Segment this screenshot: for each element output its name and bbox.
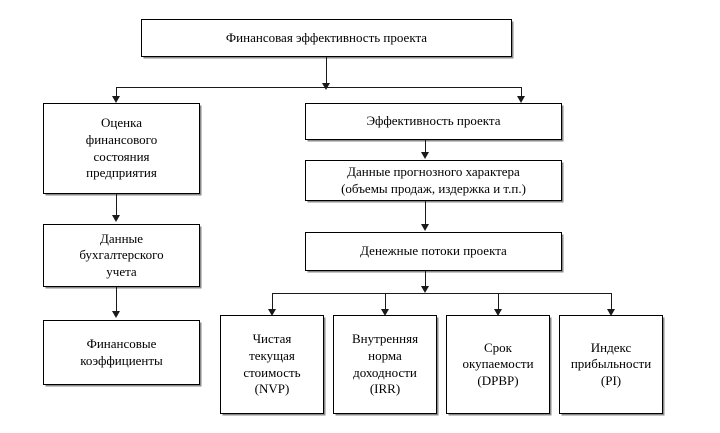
node-financial-ratios-label: Финансовые коэффициенты: [80, 335, 163, 368]
node-cash-flows-label: Денежные потоки проекта: [360, 243, 507, 259]
arrowhead-bus-to-dpbp: [494, 309, 502, 316]
arrowhead-bus-to-npv: [268, 309, 276, 316]
node-pi-label: Индекс прибыльности (PI): [570, 339, 652, 388]
arrowhead-bus-to-pi: [607, 309, 615, 316]
node-accounting-data[interactable]: Данные бухгалтерского учета: [43, 224, 200, 287]
arrowhead-bus-to-left: [112, 96, 120, 103]
connector-bus-to-right: [521, 87, 522, 98]
node-accounting-data-label: Данные бухгалтерского учета: [79, 230, 164, 279]
connector-efficiency-to-forecast: [425, 140, 426, 154]
arrowhead-efficiency-to-forecast: [421, 152, 429, 159]
node-npv-label: Чистая текущая стоимость (NVP): [243, 331, 301, 397]
node-assessment[interactable]: Оценка финансового состояния предприятия: [43, 103, 200, 194]
node-npv[interactable]: Чистая текущая стоимость (NVP): [220, 315, 324, 414]
arrowhead-assessment-to-accounting: [112, 215, 120, 222]
node-financial-ratios[interactable]: Финансовые коэффициенты: [43, 320, 200, 385]
connector-assessment-to-accounting: [116, 194, 117, 217]
connector-bus-to-left: [116, 87, 117, 98]
connector-bus-to-irr: [385, 293, 386, 311]
arrowhead-bus-to-right: [517, 96, 525, 103]
node-dpbp[interactable]: Срок окупаемости (DPBP): [446, 315, 550, 414]
connector-accounting-to-ratios: [116, 287, 117, 313]
arrowhead-forecast-to-cashflows: [421, 224, 429, 231]
connector-bus-to-dpbp: [498, 293, 499, 311]
arrowhead-accounting-to-ratios: [112, 311, 120, 318]
connector-cashflows-stem: [425, 271, 426, 287]
node-forecast-data-label: Данные прогнозного характера (объемы про…: [341, 163, 526, 196]
node-cash-flows[interactable]: Денежные потоки проекта: [305, 232, 562, 271]
node-assessment-label: Оценка финансового состояния предприятия: [85, 115, 158, 181]
arrowhead-root-stem: [322, 83, 330, 90]
node-irr[interactable]: Внутренняя норма доходности (IRR): [333, 315, 437, 414]
node-forecast-data[interactable]: Данные прогнозного характера (объемы про…: [305, 160, 562, 201]
node-project-efficiency[interactable]: Эффективность проекта: [305, 103, 562, 140]
arrowhead-bus-to-irr: [381, 309, 389, 316]
node-dpbp-label: Срок окупаемости (DPBP): [462, 339, 534, 388]
connector-bus-to-npv: [272, 293, 273, 311]
connector-bus-to-pi: [611, 293, 612, 311]
connector-indicator-bus: [272, 293, 612, 294]
connector-root-bus: [116, 87, 522, 88]
node-root-label: Финансовая эффективность проекта: [225, 29, 428, 45]
connector-root-stem: [326, 57, 327, 85]
node-root[interactable]: Финансовая эффективность проекта: [141, 19, 512, 57]
arrowhead-cashflows-stem: [421, 286, 429, 293]
node-irr-label: Внутренняя норма доходности (IRR): [351, 331, 419, 397]
node-project-efficiency-label: Эффективность проекта: [366, 113, 501, 129]
connector-forecast-to-cashflows: [425, 201, 426, 226]
node-pi[interactable]: Индекс прибыльности (PI): [559, 315, 663, 414]
